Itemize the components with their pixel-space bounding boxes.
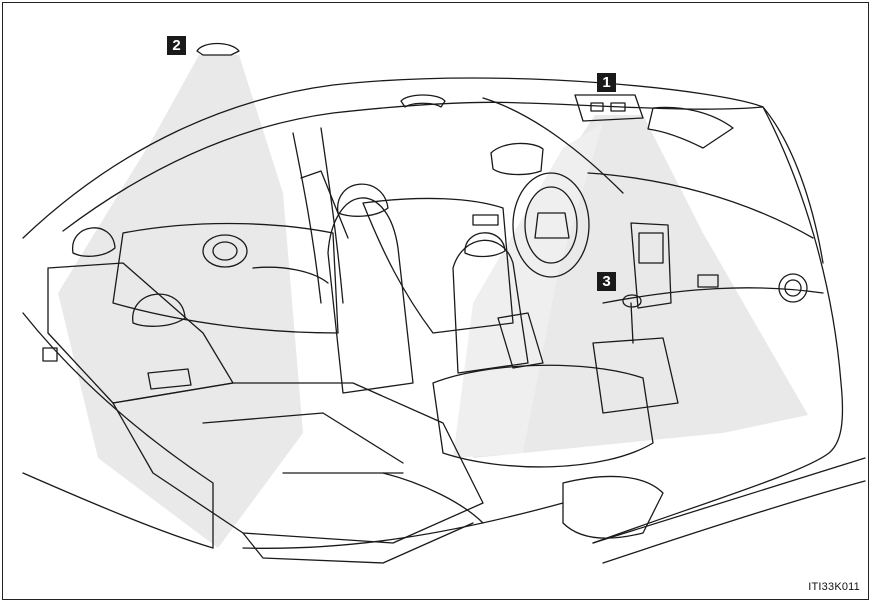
front-door-panel: [362, 197, 514, 334]
rear-seat-headrest-left: [72, 227, 116, 257]
passenger-seat-headrest: [337, 183, 389, 217]
glovebox-latch: [697, 274, 719, 288]
center-console: [592, 337, 679, 414]
b-pillar: [292, 127, 344, 304]
rear-seat-fold: [242, 522, 474, 564]
passenger-seat-back: [327, 197, 414, 394]
steering-hub: [534, 212, 570, 239]
roof-outline: [22, 77, 764, 239]
rear-seat-headrest-right: [132, 293, 186, 327]
seatbelt-buckle: [497, 312, 544, 369]
door-handle: [472, 214, 499, 226]
rear-speaker-inner: [212, 241, 238, 261]
overhead-console: [574, 94, 644, 122]
driver-seat-cushion: [432, 364, 654, 468]
rear-door-panel: [112, 222, 339, 334]
callout-2: 2: [167, 36, 186, 55]
sill-line-2: [602, 480, 866, 564]
rear-view-mirror: [490, 142, 544, 176]
rear-body-line: [22, 312, 214, 549]
figure-code: ITI33K011: [808, 581, 860, 593]
steering-wheel: [512, 172, 590, 278]
driver-seat-headrest: [464, 232, 506, 258]
a-pillar: [482, 97, 624, 194]
display-screen: [638, 232, 664, 264]
sill-line: [592, 457, 866, 544]
front-seat-rail: [562, 475, 664, 539]
floor-line: [242, 472, 564, 549]
rear-speaker: [202, 234, 248, 268]
front-light-beam-left: [453, 123, 603, 458]
rear-light-beam: [58, 55, 303, 548]
air-vent-right-inner: [784, 279, 802, 297]
sun-visor: [647, 106, 734, 149]
callout-1: 1: [597, 73, 616, 92]
shift-lever: [622, 294, 642, 344]
rear-dome-light: [196, 42, 240, 56]
map-lamp-buttons: [590, 102, 626, 112]
rear-armrest-holder: [147, 368, 192, 390]
rear-door-lock: [42, 347, 58, 362]
air-vent-right: [778, 273, 808, 303]
floor-rear: [22, 472, 214, 549]
driver-seat-back: [452, 239, 529, 374]
callout-3: 3: [597, 272, 616, 291]
steering-wheel-inner: [524, 186, 578, 264]
car-interior-illustration: [22, 42, 866, 564]
seatbelt: [300, 170, 349, 239]
rear-armrest: [252, 266, 329, 284]
body-side-front: [592, 106, 844, 544]
roof-inner-line: [62, 101, 524, 232]
grab-handle: [400, 94, 446, 108]
center-stack: [630, 222, 672, 309]
rear-seat-cushion: [112, 382, 484, 544]
dashboard-top: [587, 172, 814, 239]
dashboard-lower: [602, 287, 824, 304]
